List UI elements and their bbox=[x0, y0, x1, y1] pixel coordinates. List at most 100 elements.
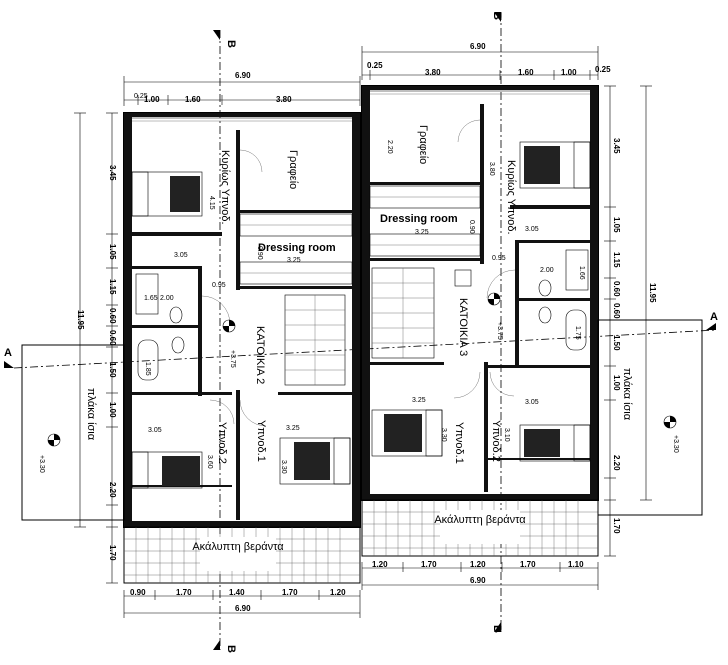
room-label-master-bedroom: Κυρίως Υπνοδ. bbox=[505, 160, 517, 235]
room-dimension: 0.95 bbox=[492, 255, 506, 262]
dimension-label: 0.60 bbox=[108, 308, 117, 324]
section-label-a: A bbox=[710, 311, 718, 323]
apartment-label: ΚΑΤΟΙΚΙΑ 3 bbox=[457, 298, 469, 356]
section-arrow-icon bbox=[706, 323, 716, 330]
section-arrow-icon bbox=[213, 640, 220, 650]
room-dimension: 1.65 bbox=[144, 295, 158, 302]
room-label-office: Γραφείο bbox=[287, 150, 299, 189]
slab-label: πλάκα ίσια bbox=[621, 368, 633, 421]
section-label-b: B bbox=[491, 12, 503, 20]
dimension-label: 1.60 bbox=[185, 95, 201, 104]
apartment-label: ΚΑΤΟΙΚΙΑ 2 bbox=[254, 326, 266, 384]
dimension-label: 1.20 bbox=[330, 588, 346, 597]
room-label-dressing: Dressing room bbox=[380, 213, 458, 225]
dimension-label: 3.80 bbox=[425, 68, 441, 77]
slab-level: +3.30 bbox=[672, 435, 679, 453]
room-dimension: 3.25 bbox=[412, 397, 426, 404]
room-dimension: 3.80 bbox=[488, 162, 495, 176]
dimension-label: 0.60 bbox=[108, 330, 117, 346]
dimension-label: 11.95 bbox=[76, 310, 85, 330]
dimension-lines: 6.90 0.25 1.00 1.60 3.80 6.90 0.25 3.80 … bbox=[74, 42, 657, 618]
dimension-label: 1.05 bbox=[612, 217, 621, 233]
section-label-a: A bbox=[4, 347, 12, 359]
room-dimension: 1.85 bbox=[144, 362, 151, 376]
dimension-label: 2.20 bbox=[612, 455, 621, 471]
dimension-label: 1.15 bbox=[108, 279, 117, 295]
room-label-bedroom-2: Υπνοδ.2 bbox=[490, 420, 502, 462]
veranda-right: Ακάλυπτη βεράντα bbox=[361, 499, 599, 557]
dimension-label: 0.60 bbox=[612, 303, 621, 319]
dimension-label: 1.50 bbox=[108, 362, 117, 378]
room-dimension: 3.30 bbox=[440, 428, 447, 442]
veranda-label: Ακάλυπτη βεράντα bbox=[192, 541, 284, 553]
room-dimension: 0.95 bbox=[212, 282, 226, 289]
level-label: +3.75 bbox=[496, 322, 503, 340]
dimension-label: 1.60 bbox=[518, 68, 534, 77]
stairs bbox=[284, 294, 346, 386]
room-dimension: 3.05 bbox=[525, 226, 539, 233]
dimension-label: 1.00 bbox=[144, 95, 160, 104]
dimension-label: 3.80 bbox=[276, 95, 292, 104]
room-dimension: 0.90 bbox=[256, 246, 263, 260]
room-label-master-bedroom: Κυρίως Υπνοδ. bbox=[219, 150, 231, 225]
level-marker-icon bbox=[488, 293, 500, 305]
room-dimension: 4.15 bbox=[208, 196, 215, 210]
room-dimension: 3.10 bbox=[503, 428, 510, 442]
dimension-label: 1.10 bbox=[568, 560, 584, 569]
dimension-label: 1.20 bbox=[372, 560, 388, 569]
slab-level: +3.30 bbox=[38, 455, 45, 473]
section-arrow-icon bbox=[213, 30, 220, 40]
room-label-office: Γραφείο bbox=[417, 125, 429, 164]
level-marker-icon bbox=[664, 416, 676, 428]
slab-label: πλάκα ίσια bbox=[85, 388, 97, 441]
slab-left: πλάκα ίσια +3.30 bbox=[21, 344, 125, 521]
room-label-bedroom-2: Υπνοδ.2 bbox=[216, 422, 228, 464]
dimension-label: 1.40 bbox=[229, 588, 245, 597]
veranda-left: Ακάλυπτη βεράντα bbox=[123, 526, 361, 584]
dimension-label: 1.70 bbox=[108, 545, 117, 561]
slab-right: πλάκα ίσια +3.30 bbox=[597, 319, 703, 516]
dimension-label: 1.15 bbox=[612, 252, 621, 268]
dimension-label: 1.00 bbox=[612, 375, 621, 391]
stairs bbox=[371, 267, 435, 359]
section-arrow-icon bbox=[494, 12, 501, 22]
room-dimension: 3.25 bbox=[287, 257, 301, 264]
dimension-label: 1.00 bbox=[108, 402, 117, 418]
dimension-label: 1.70 bbox=[612, 518, 621, 534]
dimension-label: 1.50 bbox=[612, 335, 621, 351]
dimension-label: 3.45 bbox=[612, 138, 621, 154]
level-marker-icon bbox=[48, 434, 60, 446]
level-label: +3.75 bbox=[229, 350, 236, 368]
room-dimension: 3.60 bbox=[206, 455, 213, 469]
dimension-label: 1.20 bbox=[470, 560, 486, 569]
dimension-label: 1.05 bbox=[108, 244, 117, 260]
room-label-dressing: Dressing room bbox=[258, 242, 336, 254]
dimension-label: 1.70 bbox=[520, 560, 536, 569]
level-marker-icon bbox=[223, 320, 235, 332]
dimension-label: 6.90 bbox=[470, 42, 486, 51]
dimension-label: 6.90 bbox=[235, 71, 251, 80]
room-dimension: 0.90 bbox=[468, 220, 475, 234]
room-dimension: 3.30 bbox=[280, 460, 287, 474]
room-dimension: 3.05 bbox=[148, 427, 162, 434]
dimension-label: 1.70 bbox=[421, 560, 437, 569]
room-dimension: 2.20 bbox=[386, 140, 393, 154]
room-dimension: 3.05 bbox=[525, 399, 539, 406]
veranda-text: Ακάλυπτη βεράντα bbox=[434, 514, 526, 526]
room-label-bedroom-1: Υπνοδ.1 bbox=[255, 420, 267, 462]
section-arrow-icon bbox=[494, 622, 501, 632]
room-dimension: 2.00 bbox=[160, 295, 174, 302]
section-label-b: B bbox=[225, 645, 237, 653]
section-arrow-icon bbox=[4, 361, 14, 368]
dimension-label: 11.95 bbox=[648, 283, 657, 303]
veranda-text: Ακάλυπτη βεράντα bbox=[192, 541, 284, 553]
section-label-b: B bbox=[491, 625, 503, 633]
dimension-label: 0.25 bbox=[595, 65, 611, 74]
dimension-label: 1.70 bbox=[282, 588, 298, 597]
dimension-label: 0.25 bbox=[134, 93, 148, 100]
unit-right: Ακάλυπτη βεράντα Γραφείο 2.20 Κυρίως Υπν… bbox=[361, 85, 599, 557]
unit-left: Ακάλυπτη βεράντα Κυρίως Υπνοδ. 4.15 Γραφ… bbox=[123, 112, 361, 584]
section-label-b: B bbox=[225, 40, 237, 48]
room-dimension: 2.00 bbox=[540, 267, 554, 274]
